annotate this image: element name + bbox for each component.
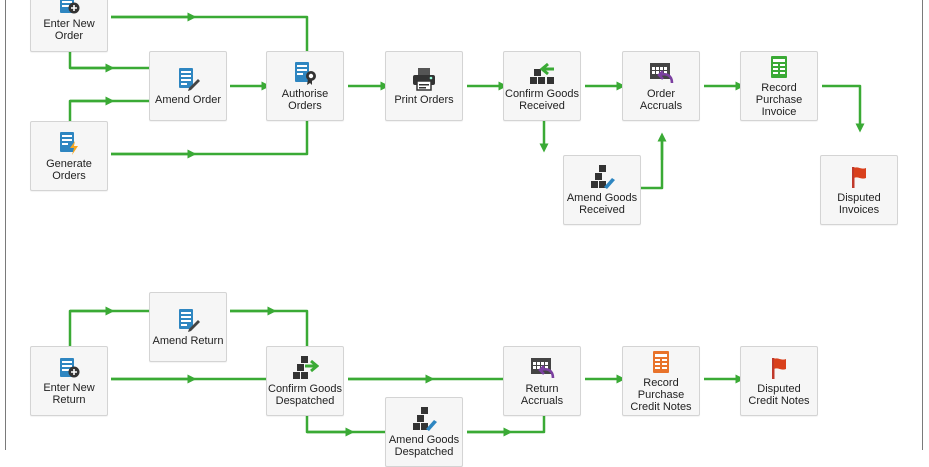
node-label: Record Purchase Invoice (755, 81, 803, 118)
disputed-credit-notes-node[interactable]: Disputed Credit Notes (740, 346, 818, 416)
connector-despatched-to-amend-despatched (305, 415, 385, 434)
node-label: Amend Goods Received (566, 191, 638, 216)
ledger-edit-icon (179, 308, 200, 332)
enter-new-return-node[interactable]: Enter New Return (30, 346, 108, 416)
amend-goods-received-node[interactable]: Amend Goods Received (563, 155, 641, 225)
node-label: Amend Return (152, 334, 224, 347)
node-label: Disputed Invoices (837, 191, 881, 216)
boxes-edit-icon (413, 406, 437, 431)
ledger-lightning-icon (60, 131, 78, 155)
node-label: Order Accruals (639, 87, 683, 112)
node-label: Amend Order (154, 93, 222, 106)
boxes-arrow-out-icon (293, 355, 319, 379)
calendar-undo-icon (531, 357, 555, 378)
connector-enter-to-amend (68, 52, 149, 70)
printer-icon (413, 67, 435, 91)
node-label: Enter New Return (43, 381, 95, 406)
record-purchase-invoice-node[interactable]: Record Purchase Invoice (740, 51, 818, 121)
connector-enter-to-authorise (111, 15, 309, 51)
order-accruals-node[interactable]: Order Accruals (622, 51, 700, 121)
disputed-invoices-node[interactable]: Disputed Invoices (820, 155, 898, 225)
red-flag-icon (852, 166, 866, 188)
calendar-undo-icon (650, 62, 674, 83)
node-label: Amend Goods Despatched (388, 433, 460, 458)
node-label: Disputed Credit Notes (748, 382, 810, 407)
return-accruals-node[interactable]: Return Accruals (503, 346, 581, 416)
connector-generate-to-amend (68, 99, 149, 121)
confirm-goods-despatched-node[interactable]: Confirm Goods Despatched (266, 346, 344, 416)
diagram-frame (5, 0, 923, 450)
ledger-add-icon (60, 357, 80, 377)
ledger-add-icon (60, 0, 80, 13)
node-label: Confirm Goods Despatched (268, 382, 342, 407)
authorise-orders-node[interactable]: Authorise Orders (266, 51, 344, 121)
green-ledger-icon (771, 55, 787, 78)
connector-generate-to-authorise (111, 121, 309, 156)
node-label: Record Purchase Credit Notes (630, 376, 692, 413)
node-label: Authorise Orders (281, 87, 329, 112)
amend-order-node[interactable]: Amend Order (149, 51, 227, 121)
amend-goods-despatched-node[interactable]: Amend Goods Despatched (385, 397, 463, 467)
generate-orders-node[interactable]: Generate Orders (30, 121, 108, 191)
node-label: Enter New Order (43, 17, 95, 42)
node-label: Confirm Goods Received (505, 87, 579, 112)
connector-return-to-amend-return (68, 309, 149, 346)
record-purchase-credit-notes-node[interactable]: Record Purchase Credit Notes (622, 346, 700, 416)
boxes-edit-icon (591, 164, 615, 189)
ledger-edit-icon (179, 67, 200, 91)
boxes-arrow-in-icon (530, 62, 554, 84)
confirm-goods-received-node[interactable]: Confirm Goods Received (503, 51, 581, 121)
print-orders-node[interactable]: Print Orders (385, 51, 463, 121)
node-label: Print Orders (394, 93, 454, 106)
connector-invoice-to-disputed (822, 84, 865, 133)
enter-new-order-node[interactable]: Enter New Order (30, 0, 108, 52)
amend-return-node[interactable]: Amend Return (149, 292, 227, 362)
ledger-rosette-icon (295, 61, 316, 85)
node-label: Return Accruals (520, 382, 564, 407)
orange-ledger-icon (653, 350, 669, 373)
node-label: Generate Orders (46, 157, 92, 182)
red-flag-icon (772, 357, 786, 379)
connector-amend-despatched-to-return-accruals (467, 415, 546, 434)
connector-amend-return-to-despatched (230, 309, 309, 346)
